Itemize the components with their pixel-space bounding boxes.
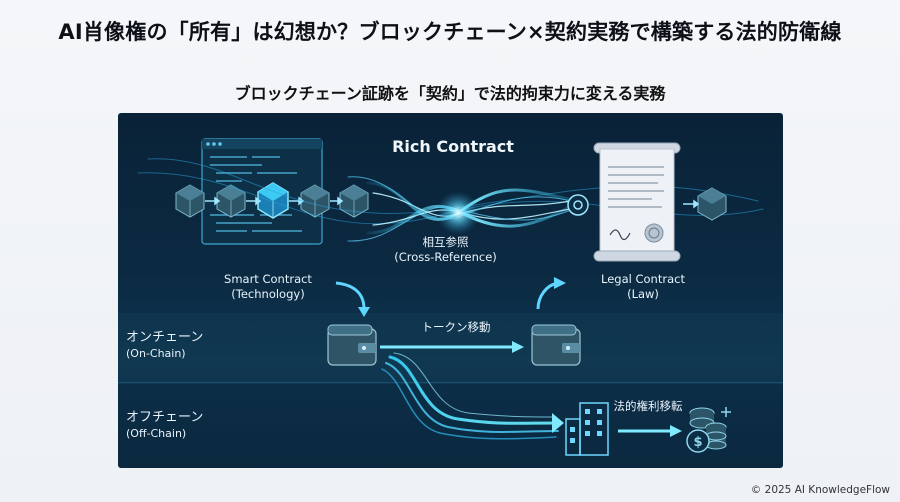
- legal-arrow: [683, 199, 700, 209]
- legal-contract-label: Legal Contract (Law): [563, 272, 723, 302]
- page-subtitle: ブロックチェーン証跡を「契約」で法的拘束力に変える実務: [234, 84, 666, 103]
- cross-reference-label: 相互参照 (Cross-Reference): [358, 235, 533, 265]
- off-chain-streams: [381, 352, 560, 440]
- cross-reference-en: (Cross-Reference): [394, 249, 497, 264]
- legal-contract-scroll: [593, 142, 681, 262]
- smart-contract-title: Smart Contract: [224, 272, 312, 286]
- building-icon: [565, 402, 609, 456]
- svg-text:$: $: [693, 435, 702, 450]
- token-transfer-label: トークン移動: [421, 320, 491, 334]
- legal-contract-sub: (Law): [627, 286, 659, 301]
- wallet-left-icon: [327, 324, 377, 366]
- page-title: AI肖像権の「所有」は幻想か？ブロックチェーン×契約実務で構築する法的防衛線: [58, 20, 842, 44]
- copyright-notice: © 2025 AI KnowledgeFlow: [750, 484, 890, 496]
- off-chain-ja: オフチェーン: [126, 410, 204, 425]
- rights-transfer-label: 法的権利移転: [613, 399, 683, 413]
- smart-contract-sub: (Technology): [231, 286, 305, 301]
- smart-contract-label: Smart Contract (Technology): [188, 272, 348, 302]
- up-arrow-head: [554, 277, 566, 289]
- on-chain-ja: オンチェーン: [126, 330, 204, 345]
- on-chain-label: オンチェーン (On-Chain): [126, 330, 246, 361]
- token-transfer-arrow: [380, 341, 524, 353]
- rights-transfer-arrow: [618, 425, 682, 437]
- coins-icon: $: [686, 407, 731, 453]
- legal-contract-title: Legal Contract: [601, 272, 685, 286]
- blockchain-cubes: [175, 182, 369, 219]
- down-arrow-head: [358, 307, 370, 317]
- off-chain-lane: [118, 383, 783, 468]
- diagram-graphics: $: [118, 138, 783, 468]
- off-chain-en: (Off-Chain): [126, 426, 187, 440]
- cross-reference-flare: [436, 191, 480, 235]
- hash-node-icon: [567, 194, 589, 216]
- down-arrow-smart: [335, 281, 366, 310]
- off-chain-arrow-head: [552, 413, 564, 433]
- rich-contract-diagram: $ Rich Contract 相互参照 (Cross-Reference) S…: [118, 113, 783, 468]
- wallet-right-icon: [531, 324, 581, 366]
- on-chain-en: (On-Chain): [126, 346, 186, 360]
- cross-reference-ja: 相互参照: [422, 235, 469, 249]
- legal-cube: [697, 187, 727, 221]
- off-chain-label: オフチェーン (Off-Chain): [126, 410, 246, 441]
- rich-contract-label: Rich Contract: [392, 137, 514, 156]
